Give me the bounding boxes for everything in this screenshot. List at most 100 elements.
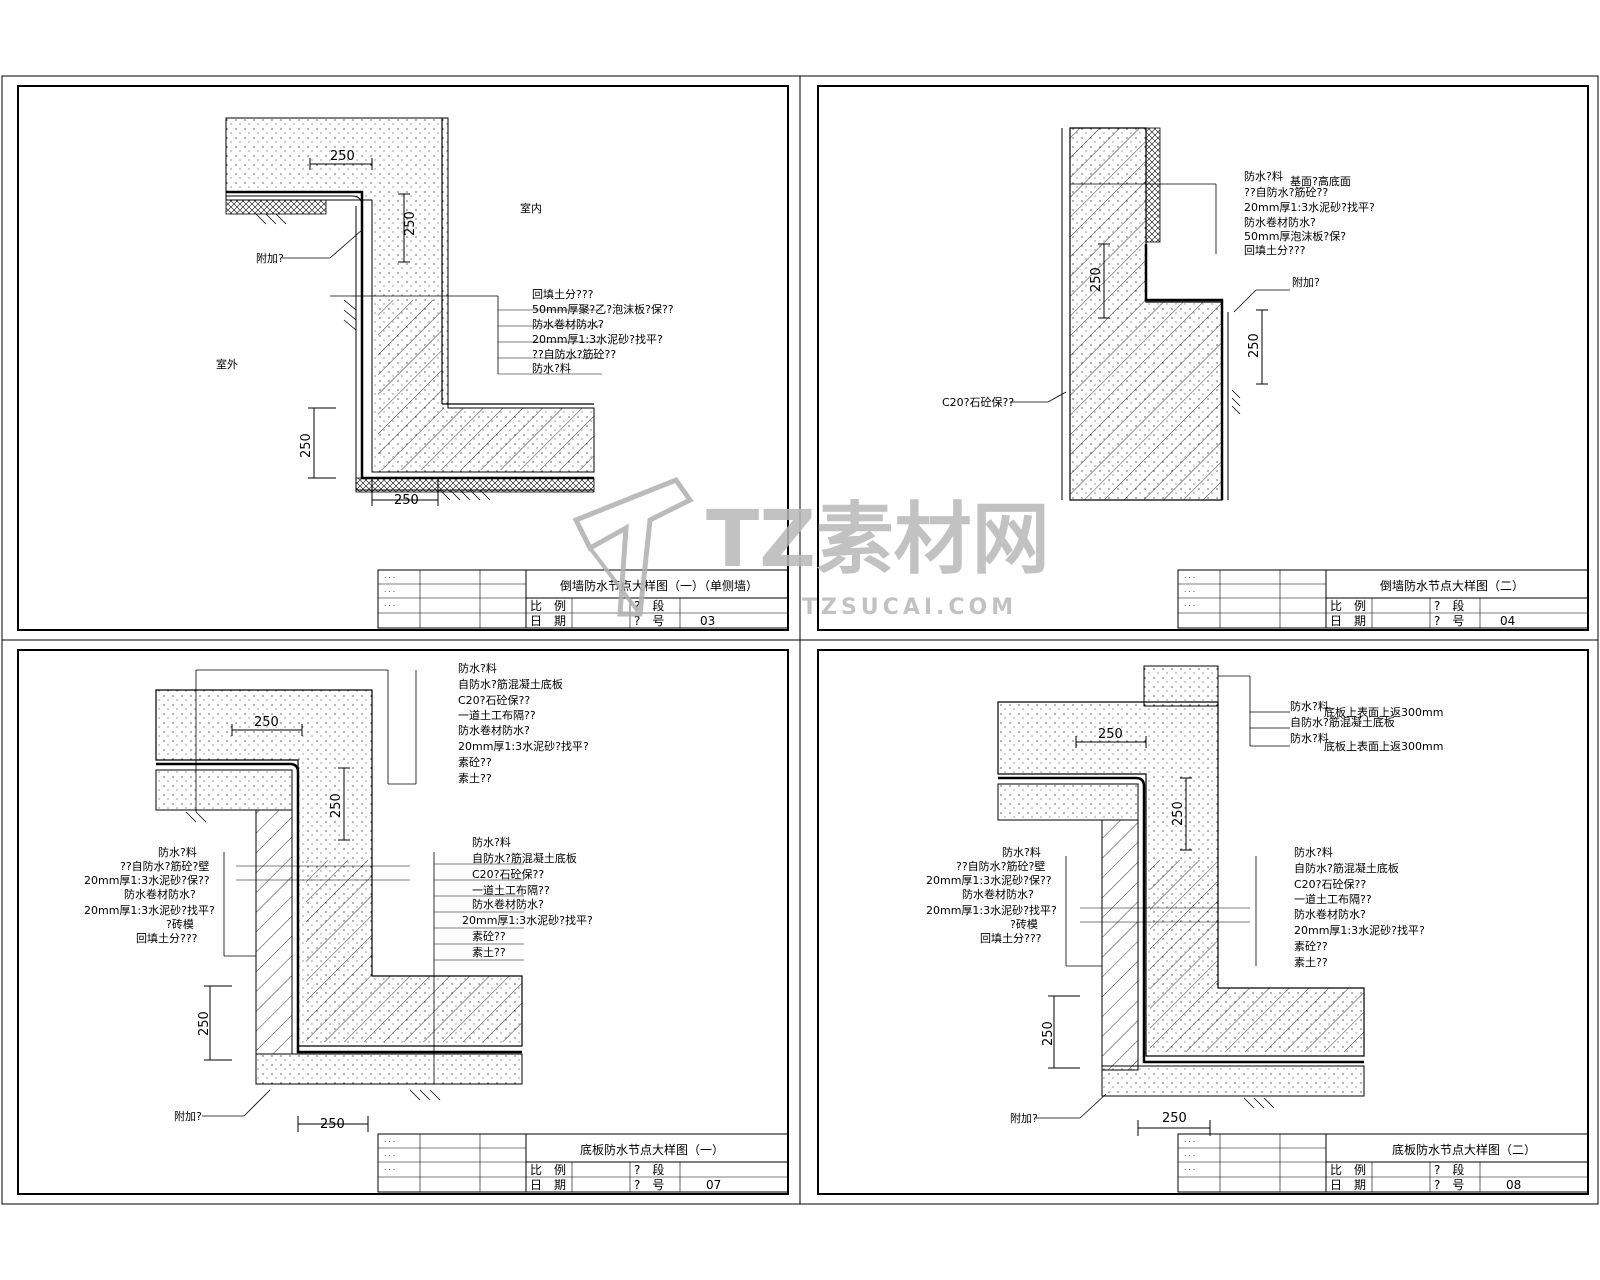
p1-num: 03 <box>700 614 715 628</box>
p3-top-5: 防水卷材防水? <box>458 723 530 737</box>
panel-1: 250 250 250 250 室内 室外 附加? 回填土分??? <box>17 85 789 631</box>
p1-indoor-label: 室内 <box>520 201 542 215</box>
panel-2: 250 250 防水?料 基面?高底面 ??自防水?筋砼?? 20mm厚1:3水… <box>817 85 1589 631</box>
watermark: TZ素材网 TZSUCAI.COM <box>572 476 1050 620</box>
p4-extra-label: 附加? <box>1010 1111 1038 1125</box>
p2-num: 04 <box>1500 614 1515 628</box>
svg-text:· · ·: · · · <box>1184 588 1195 596</box>
p1-dim-2: 250 <box>403 211 418 236</box>
p3-top-6: 20mm厚1:3水泥砂?找平? <box>458 739 589 753</box>
p4-callouts-top: 防水?料 底板上表面上返300mm 自防水?筋混凝土底板 防水?料 底板上表面上… <box>1290 699 1443 753</box>
p3-dim-1: 250 <box>254 715 279 730</box>
p4-num: 08 <box>1506 1178 1521 1192</box>
p1-dim-1: 250 <box>330 149 355 164</box>
p2-title-block: · · · · · · · · · 倒墙防水节点大样图（二） 比 例 日 期 ?… <box>1177 569 1589 629</box>
panel-2-frame <box>817 85 1589 631</box>
p4-dim-1: 250 <box>1098 727 1123 742</box>
p2-callout-3: ??自防水?筋砼?? <box>1244 185 1328 199</box>
p4-left-1: 防水?料 <box>1002 845 1041 859</box>
p3-dim-4: 250 <box>320 1117 345 1132</box>
watermark-brand: TZ素材网 <box>706 495 1050 585</box>
p4-mid-3: C20?石砼保?? <box>1294 877 1366 891</box>
p4-mid-4: 一道土工布隔?? <box>1294 892 1372 906</box>
p4-stage-label: ? 段 <box>1434 1162 1464 1177</box>
p4-dim-3: 250 <box>1041 1021 1056 1046</box>
p3-callouts-top: 防水?料 自防水?筋混凝土底板 C20?石砼保?? 一道土工布隔?? 防水卷材防… <box>458 661 589 785</box>
p3-top-4: 一道土工布隔?? <box>458 708 536 722</box>
svg-text:· · ·: · · · <box>1184 574 1195 582</box>
p2-callout-7: 回填土分??? <box>1244 243 1306 257</box>
p2-dim-2: 250 <box>1247 333 1262 358</box>
p3-dim-3: 250 <box>197 1011 212 1036</box>
p2-dim-1: 250 <box>1089 267 1104 292</box>
p3-left-7: 回填土分??? <box>136 931 198 945</box>
p2-callout-6: 50mm厚泡沫板?保? <box>1244 229 1346 243</box>
p4-top-3: 自防水?筋混凝土底板 <box>1290 715 1395 729</box>
p4-num-label: ? 号 <box>1434 1178 1464 1192</box>
p3-top-1: 防水?料 <box>458 661 497 675</box>
p2-date-label: 日 期 <box>1330 614 1366 628</box>
p1-dim-4: 250 <box>394 493 419 508</box>
p1-callouts: 回填土分??? 50mm厚聚?乙?泡沫板?保?? 防水卷材防水? 20mm厚1:… <box>498 287 674 375</box>
p1-callout-3: 防水卷材防水? <box>532 317 604 331</box>
p3-structural-hatch <box>306 860 522 1042</box>
p4-brick-mold <box>1101 819 1139 1071</box>
p4-date-label: 日 期 <box>1330 1178 1366 1192</box>
p1-title: 倒墙防水节点大样图（一）（单侧墙） <box>560 578 758 593</box>
p3-mid-4: 一道土工布隔?? <box>472 883 550 897</box>
watermark-url: TZSUCAI.COM <box>802 595 1017 620</box>
p3-membrane <box>156 762 522 1054</box>
p3-base-layer <box>255 1053 523 1085</box>
p3-mid-1: 防水?料 <box>472 835 511 849</box>
p3-mid-3: C20?石砼保?? <box>472 867 544 881</box>
p2-c20-label: C20?石砼保?? <box>942 395 1014 409</box>
p2-stage-label: ? 段 <box>1434 598 1464 613</box>
p1-title-block: · · · · · · · · · 倒墙防水节点大样图（一）（单侧墙） 比 例 … <box>377 569 789 629</box>
p4-mid-1: 防水?料 <box>1294 845 1333 859</box>
p1-foam-board-top <box>225 199 327 215</box>
p4-mid-8: 素土?? <box>1294 956 1328 969</box>
p3-top-3: C20?石砼保?? <box>458 693 530 707</box>
p2-title: 倒墙防水节点大样图（二） <box>1380 578 1524 593</box>
p3-left-3: 20mm厚1:3水泥砂?保?? <box>84 873 210 887</box>
p3-top-7: 素砼?? <box>458 756 492 769</box>
p4-dim-2: 250 <box>1171 801 1186 826</box>
p3-stage-label: ? 段 <box>634 1162 664 1177</box>
p4-title-block: · · · · · · · · · 底板防水节点大样图（二） 比 例 日 期 ?… <box>1177 1133 1589 1193</box>
p1-callout-5: ??自防水?筋砼?? <box>532 347 616 361</box>
p4-protection-slab <box>997 783 1139 821</box>
p4-left-3: 20mm厚1:3水泥砂?保?? <box>926 873 1052 887</box>
p4-mid-7: 素砼?? <box>1294 940 1328 953</box>
p4-left-2: ??自防水?筋砼?壁 <box>956 859 1045 873</box>
p1-extra-label: 附加? <box>256 251 284 265</box>
p2-foam-board <box>1145 127 1161 243</box>
p3-dim-2: 250 <box>329 793 344 818</box>
p3-scale-label: 比 例 <box>530 1163 566 1177</box>
p1-callout-6: 防水?料 <box>532 361 571 375</box>
p3-left-5: 20mm厚1:3水泥砂?找平? <box>84 903 215 917</box>
p2-num-label: ? 号 <box>1434 614 1464 628</box>
p3-extra-label: 附加? <box>174 1109 202 1123</box>
p2-extra-label: 附加? <box>1292 275 1320 289</box>
p4-top-4: 防水?料 <box>1290 731 1329 745</box>
panel-3-frame <box>17 649 789 1195</box>
p2-callout-1: 防水?料 <box>1244 169 1283 183</box>
p1-foam-board-bottom <box>355 477 595 493</box>
svg-text:· · ·: · · · <box>384 1152 395 1160</box>
p3-callouts-mid: 防水?料 自防水?筋混凝土底板 C20?石砼保?? 一道土工布隔?? 防水卷材防… <box>434 835 593 961</box>
svg-text:· · ·: · · · <box>384 574 395 582</box>
p2-callout-4: 20mm厚1:3水泥砂?找平? <box>1244 200 1375 214</box>
svg-text:· · ·: · · · <box>384 1166 395 1174</box>
p1-callout-2: 50mm厚聚?乙?泡沫板?保?? <box>532 302 674 316</box>
p4-dim-4: 250 <box>1162 1111 1187 1126</box>
p2-membrane <box>1144 244 1224 500</box>
svg-text:· · ·: · · · <box>1184 1166 1195 1174</box>
p3-mid-8: 素土?? <box>472 946 506 959</box>
svg-text:· · ·: · · · <box>1184 602 1195 610</box>
p2-callout-2: 基面?高底面 <box>1290 174 1351 188</box>
p2-callout-5: 防水卷材防水? <box>1244 215 1316 229</box>
p4-membrane <box>998 776 1364 1064</box>
panel-1-frame <box>17 85 789 631</box>
p3-title-block: · · · · · · · · · 底板防水节点大样图（一） 比 例 日 期 ?… <box>377 1133 789 1193</box>
p4-callouts-left: 防水?料 ??自防水?筋砼?壁 20mm厚1:3水泥砂?保?? 防水卷材防水? … <box>926 845 1057 945</box>
